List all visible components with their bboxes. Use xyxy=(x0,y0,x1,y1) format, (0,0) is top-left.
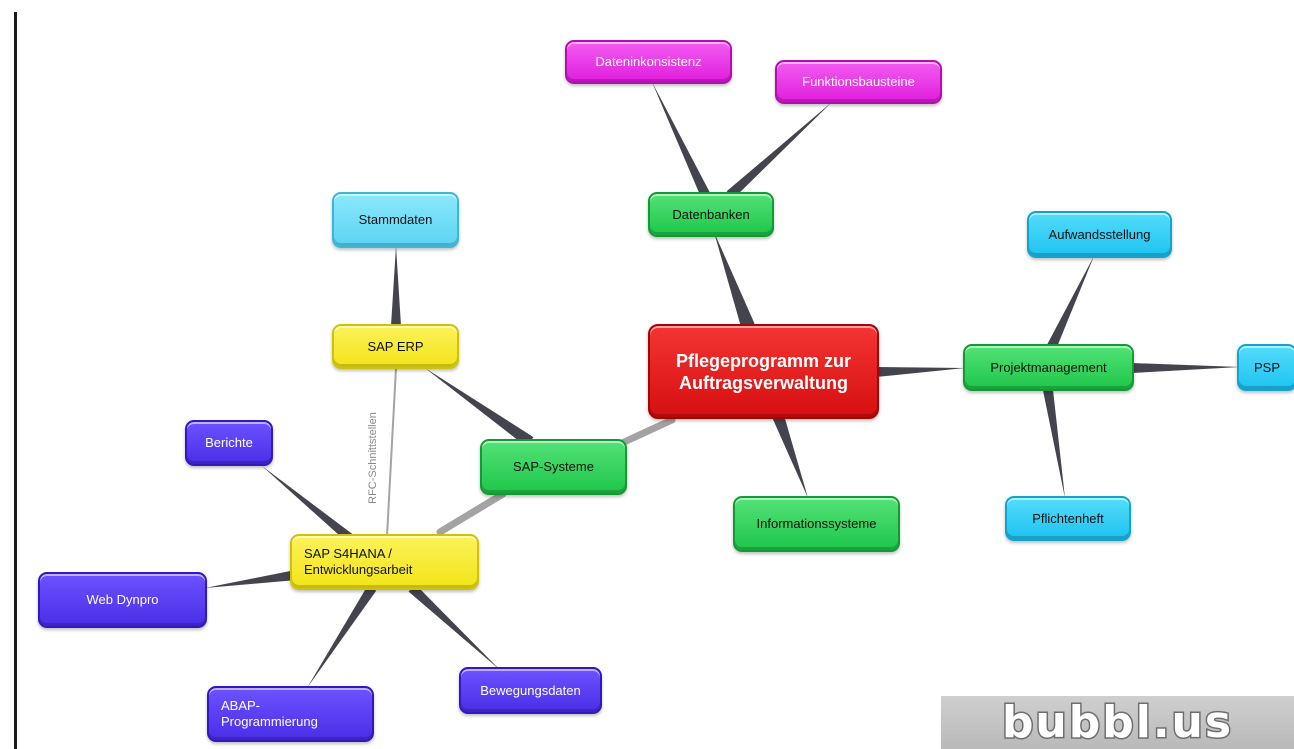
connector-projektmanagement-pflichtenheft xyxy=(1043,389,1065,498)
node-label: Datenbanken xyxy=(672,206,750,222)
node-label: PSP xyxy=(1253,359,1280,375)
connector-central-sap-systeme xyxy=(618,416,676,447)
connector-sap-s4hana-berichte xyxy=(262,466,356,544)
node-sap-erp[interactable]: SAP ERP xyxy=(332,324,459,369)
connector-sap-systeme-sap-erp xyxy=(425,368,534,447)
node-label: Berichte xyxy=(205,435,253,450)
connector-central-projektmanagement xyxy=(875,367,965,377)
node-label: Bewegungsdaten xyxy=(480,682,581,698)
node-informationssysteme[interactable]: Informationssysteme xyxy=(733,496,900,552)
node-label: SAP ERP xyxy=(367,338,424,354)
node-stammdaten[interactable]: Stammdaten xyxy=(332,192,459,248)
node-bewegungsdaten[interactable]: Bewegungsdaten xyxy=(459,667,602,714)
node-label: Stammdaten xyxy=(358,212,433,227)
watermark-logo-text: bubbl.us xyxy=(1000,696,1234,749)
connector-central-informationssysteme xyxy=(772,413,808,498)
node-label: SAP-Systeme xyxy=(513,459,594,474)
node-berichte[interactable]: Berichte xyxy=(185,420,273,466)
node-projektmanagement[interactable]: Projektmanagement xyxy=(963,344,1134,391)
node-psp[interactable]: PSP xyxy=(1237,344,1294,391)
node-label: Dateninkonsistenz xyxy=(595,54,702,69)
node-abap-programmierung[interactable]: ABAP-Programmierung xyxy=(207,686,374,742)
connector-datenbanken-dateninkonsistenz xyxy=(652,82,710,197)
connector-sap-s4hana-bewegungsdaten xyxy=(408,584,500,670)
node-web-dynpro[interactable]: Web Dynpro xyxy=(38,572,207,628)
node-aufwandsstellung[interactable]: Aufwandsstellung xyxy=(1027,211,1172,258)
node-label: Informationssysteme xyxy=(756,516,877,531)
node-sap-s4hana[interactable]: SAP S4HANA / Entwicklungsarbeit xyxy=(290,534,479,590)
bubbl-us-watermark: bubbl.us xyxy=(941,696,1294,749)
node-label: Funktionsbausteine xyxy=(802,74,915,89)
node-label: ABAP-Programmierung xyxy=(221,698,318,729)
link-label-rfc-schnittstellen: RFC-Schnittstellen xyxy=(367,412,379,504)
node-datenbanken[interactable]: Datenbanken xyxy=(648,192,774,237)
node-central-pflegeprogramm[interactable]: Pflegeprogramm zur Auftragsverwaltung xyxy=(648,324,879,419)
left-border-rule xyxy=(14,12,17,749)
node-label: Web Dynpro xyxy=(86,592,159,607)
node-sap-systeme[interactable]: SAP-Systeme xyxy=(480,439,627,495)
node-dateninkonsistenz[interactable]: Dateninkonsistenz xyxy=(565,40,732,84)
connector-sap-s4hana-web-dynpro xyxy=(205,570,297,588)
connector-central-datenbanken xyxy=(714,232,755,329)
node-label: Aufwandsstellung xyxy=(1048,226,1151,242)
node-pflichtenheft[interactable]: Pflichtenheft xyxy=(1005,496,1131,541)
connector-sap-erp-sap-s4hana-rfc xyxy=(386,367,397,537)
connector-projektmanagement-psp xyxy=(1131,363,1240,373)
connector-projektmanagement-aufwandsstellung xyxy=(1047,256,1094,349)
connector-datenbanken-funktionsbausteine xyxy=(726,102,832,199)
node-label: Projektmanagement xyxy=(990,359,1107,375)
node-label: SAP S4HANA / Entwicklungsarbeit xyxy=(304,546,413,577)
node-funktionsbausteine[interactable]: Funktionsbausteine xyxy=(775,60,942,104)
connector-sap-s4hana-abap xyxy=(307,585,377,688)
central-node-label: Pflegeprogramm zur Auftragsverwaltung xyxy=(675,350,852,393)
connector-sap-systeme-sap-s4hana xyxy=(436,490,507,536)
node-label: Pflichtenheft xyxy=(1032,510,1104,526)
connector-sap-erp-stammdaten xyxy=(391,246,401,326)
